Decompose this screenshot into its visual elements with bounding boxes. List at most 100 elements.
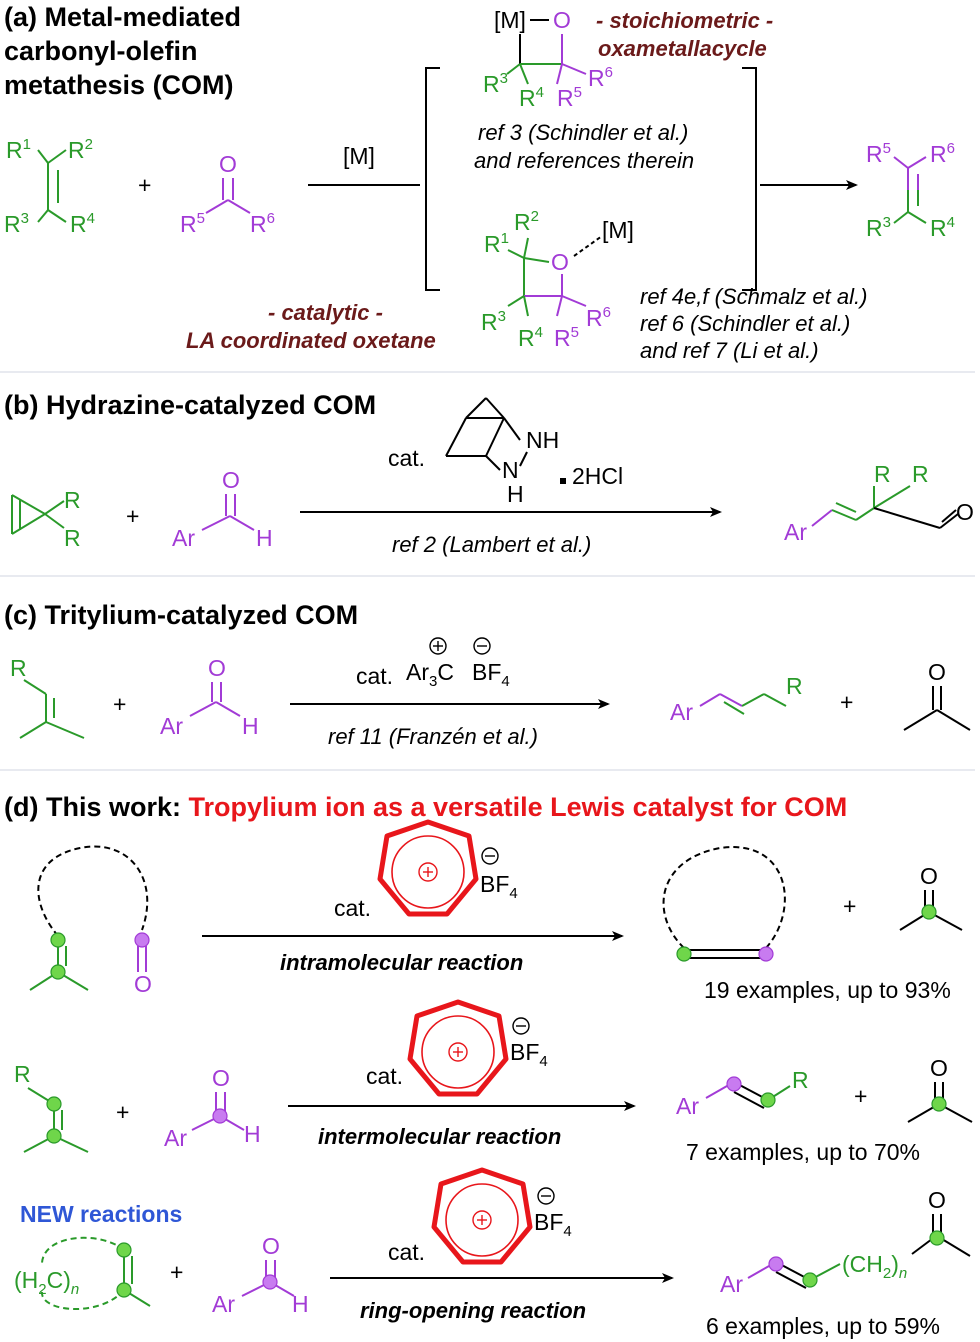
svg-text:H: H xyxy=(242,713,259,739)
intermolecular-alkene: R xyxy=(14,1061,89,1153)
hydrazine-catalyst: NH N H xyxy=(445,397,566,507)
label-intermolecular: intermolecular reaction xyxy=(318,1124,561,1149)
intermolecular-aldehyde: O Ar H xyxy=(164,1065,261,1151)
svg-text:+: + xyxy=(840,689,853,715)
ring-opening-product: Ar (CH2)n O xyxy=(720,1187,971,1297)
svg-text:Ar3C: Ar3C xyxy=(406,659,454,690)
svg-text:R3: R3 xyxy=(483,70,508,97)
svg-text:O: O xyxy=(553,7,571,33)
svg-text:[M]: [M] xyxy=(602,217,634,243)
product-c: Ar R xyxy=(670,673,803,725)
svg-text:[M]: [M] xyxy=(494,7,526,33)
ref-bottom-1: ref 4e,f (Schmalz et al.) xyxy=(640,284,867,309)
section-d-title-highlight: Tropylium ion as a versatile Lewis catal… xyxy=(189,792,848,822)
svg-text:R6: R6 xyxy=(930,140,955,167)
cycloalkene-substrate: (H2C)n xyxy=(14,1236,151,1310)
cyclopropene: R R xyxy=(11,487,81,551)
note-oxametallacycle: oxametallacycle xyxy=(598,36,767,61)
tropylium-catalyst-1: BF4 xyxy=(377,819,518,917)
svg-text:H: H xyxy=(507,481,524,507)
svg-text:O: O xyxy=(551,249,569,275)
section-b-title: (b) Hydrazine-catalyzed COM xyxy=(4,390,376,420)
svg-text:R5: R5 xyxy=(554,324,579,351)
svg-text:O: O xyxy=(262,1233,280,1259)
aldehyde-b: O Ar H xyxy=(172,467,273,551)
svg-text:R4: R4 xyxy=(930,214,955,241)
svg-text:Ar: Ar xyxy=(164,1125,187,1151)
svg-text:O: O xyxy=(928,1187,946,1213)
yield-intermolecular: 7 examples, up to 70% xyxy=(686,1139,920,1165)
svg-text:+: + xyxy=(854,1083,867,1109)
tropylium-catalyst-2: BF4 xyxy=(407,999,548,1097)
acetone-d1: O xyxy=(899,863,963,931)
svg-text:R2: R2 xyxy=(514,208,539,235)
svg-text:(H2C)n: (H2C)n xyxy=(14,1267,79,1298)
aldehyde-c: O Ar H xyxy=(160,655,259,739)
svg-text:BF4: BF4 xyxy=(534,1209,572,1240)
svg-text:R: R xyxy=(64,487,81,513)
label-intramolecular: intramolecular reaction xyxy=(280,950,523,975)
svg-text:O: O xyxy=(134,971,152,997)
ref-top-1: ref 3 (Schindler et al.) xyxy=(478,120,688,145)
svg-text:R6: R6 xyxy=(250,210,275,237)
svg-text:BF4: BF4 xyxy=(480,871,518,902)
svg-text:O: O xyxy=(930,1055,948,1081)
svg-text:R5: R5 xyxy=(180,210,205,237)
svg-text:R: R xyxy=(792,1067,809,1093)
ref-b: ref 2 (Lambert et al.) xyxy=(392,532,591,557)
svg-text:(CH2)n: (CH2)n xyxy=(842,1251,907,1282)
svg-text:O: O xyxy=(956,499,974,525)
svg-text:R3: R3 xyxy=(4,210,29,237)
note-la-oxetane: LA coordinated oxetane xyxy=(186,328,436,353)
svg-text:O: O xyxy=(928,659,946,685)
new-reactions-label: NEW reactions xyxy=(20,1201,182,1227)
product-b: Ar R R O xyxy=(784,461,974,545)
product-alkene-a: R5 R6 R3 R4 xyxy=(866,140,955,241)
ref-bottom-3: and ref 7 (Li et al.) xyxy=(640,338,819,363)
cat-label-b: cat. xyxy=(388,445,425,471)
svg-text:R: R xyxy=(786,673,803,699)
svg-text:H: H xyxy=(292,1291,309,1317)
bracket-left xyxy=(425,67,440,291)
cat-label-d1: cat. xyxy=(334,895,371,921)
section-d-title-prefix: (d) This work: xyxy=(4,792,189,822)
svg-text:BF4: BF4 xyxy=(510,1039,548,1070)
svg-text:BF4: BF4 xyxy=(472,659,510,690)
svg-text:+: + xyxy=(843,893,856,919)
note-stoichiometric: - stoichiometric - xyxy=(596,8,773,33)
intramolecular-product xyxy=(662,846,786,962)
svg-text:R6: R6 xyxy=(586,304,611,331)
svg-text:R1: R1 xyxy=(6,136,31,163)
salt-label: 2HCl xyxy=(572,463,623,489)
svg-text:Ar: Ar xyxy=(172,525,195,551)
section-a-title-line2: carbonyl-olefin xyxy=(4,36,198,66)
svg-text:Ar: Ar xyxy=(212,1291,235,1317)
svg-text:R: R xyxy=(912,461,929,487)
oxametallacycle: [M] O R3 R4 R5 R6 xyxy=(483,7,613,111)
svg-text:R: R xyxy=(14,1061,31,1087)
svg-text:+: + xyxy=(113,691,126,717)
svg-text:R1: R1 xyxy=(484,230,509,257)
cat-label-d3: cat. xyxy=(388,1239,425,1265)
acetone-c: O xyxy=(903,659,971,731)
svg-text:H: H xyxy=(256,525,273,551)
oxetane: R1 R2 O [M] R3 R4 R5 R6 xyxy=(481,208,634,351)
svg-text:R4: R4 xyxy=(519,84,544,111)
svg-text:R: R xyxy=(64,525,81,551)
metal-reagent: [M] xyxy=(343,143,375,169)
svg-text:R6: R6 xyxy=(588,64,613,91)
svg-text:R3: R3 xyxy=(866,214,891,241)
alkene-c: R xyxy=(10,655,85,739)
svg-text:+: + xyxy=(138,172,151,198)
svg-text:O: O xyxy=(222,467,240,493)
svg-text:Ar: Ar xyxy=(670,699,693,725)
cat-label-c: cat. xyxy=(356,663,393,689)
svg-text:O: O xyxy=(208,655,226,681)
svg-text:R2: R2 xyxy=(68,136,93,163)
section-c-title: (c) Tritylium-catalyzed COM xyxy=(4,600,358,630)
svg-text:O: O xyxy=(212,1065,230,1091)
acetone-d2: O xyxy=(907,1055,973,1123)
svg-text:N: N xyxy=(502,457,519,483)
svg-text:+: + xyxy=(170,1259,183,1285)
